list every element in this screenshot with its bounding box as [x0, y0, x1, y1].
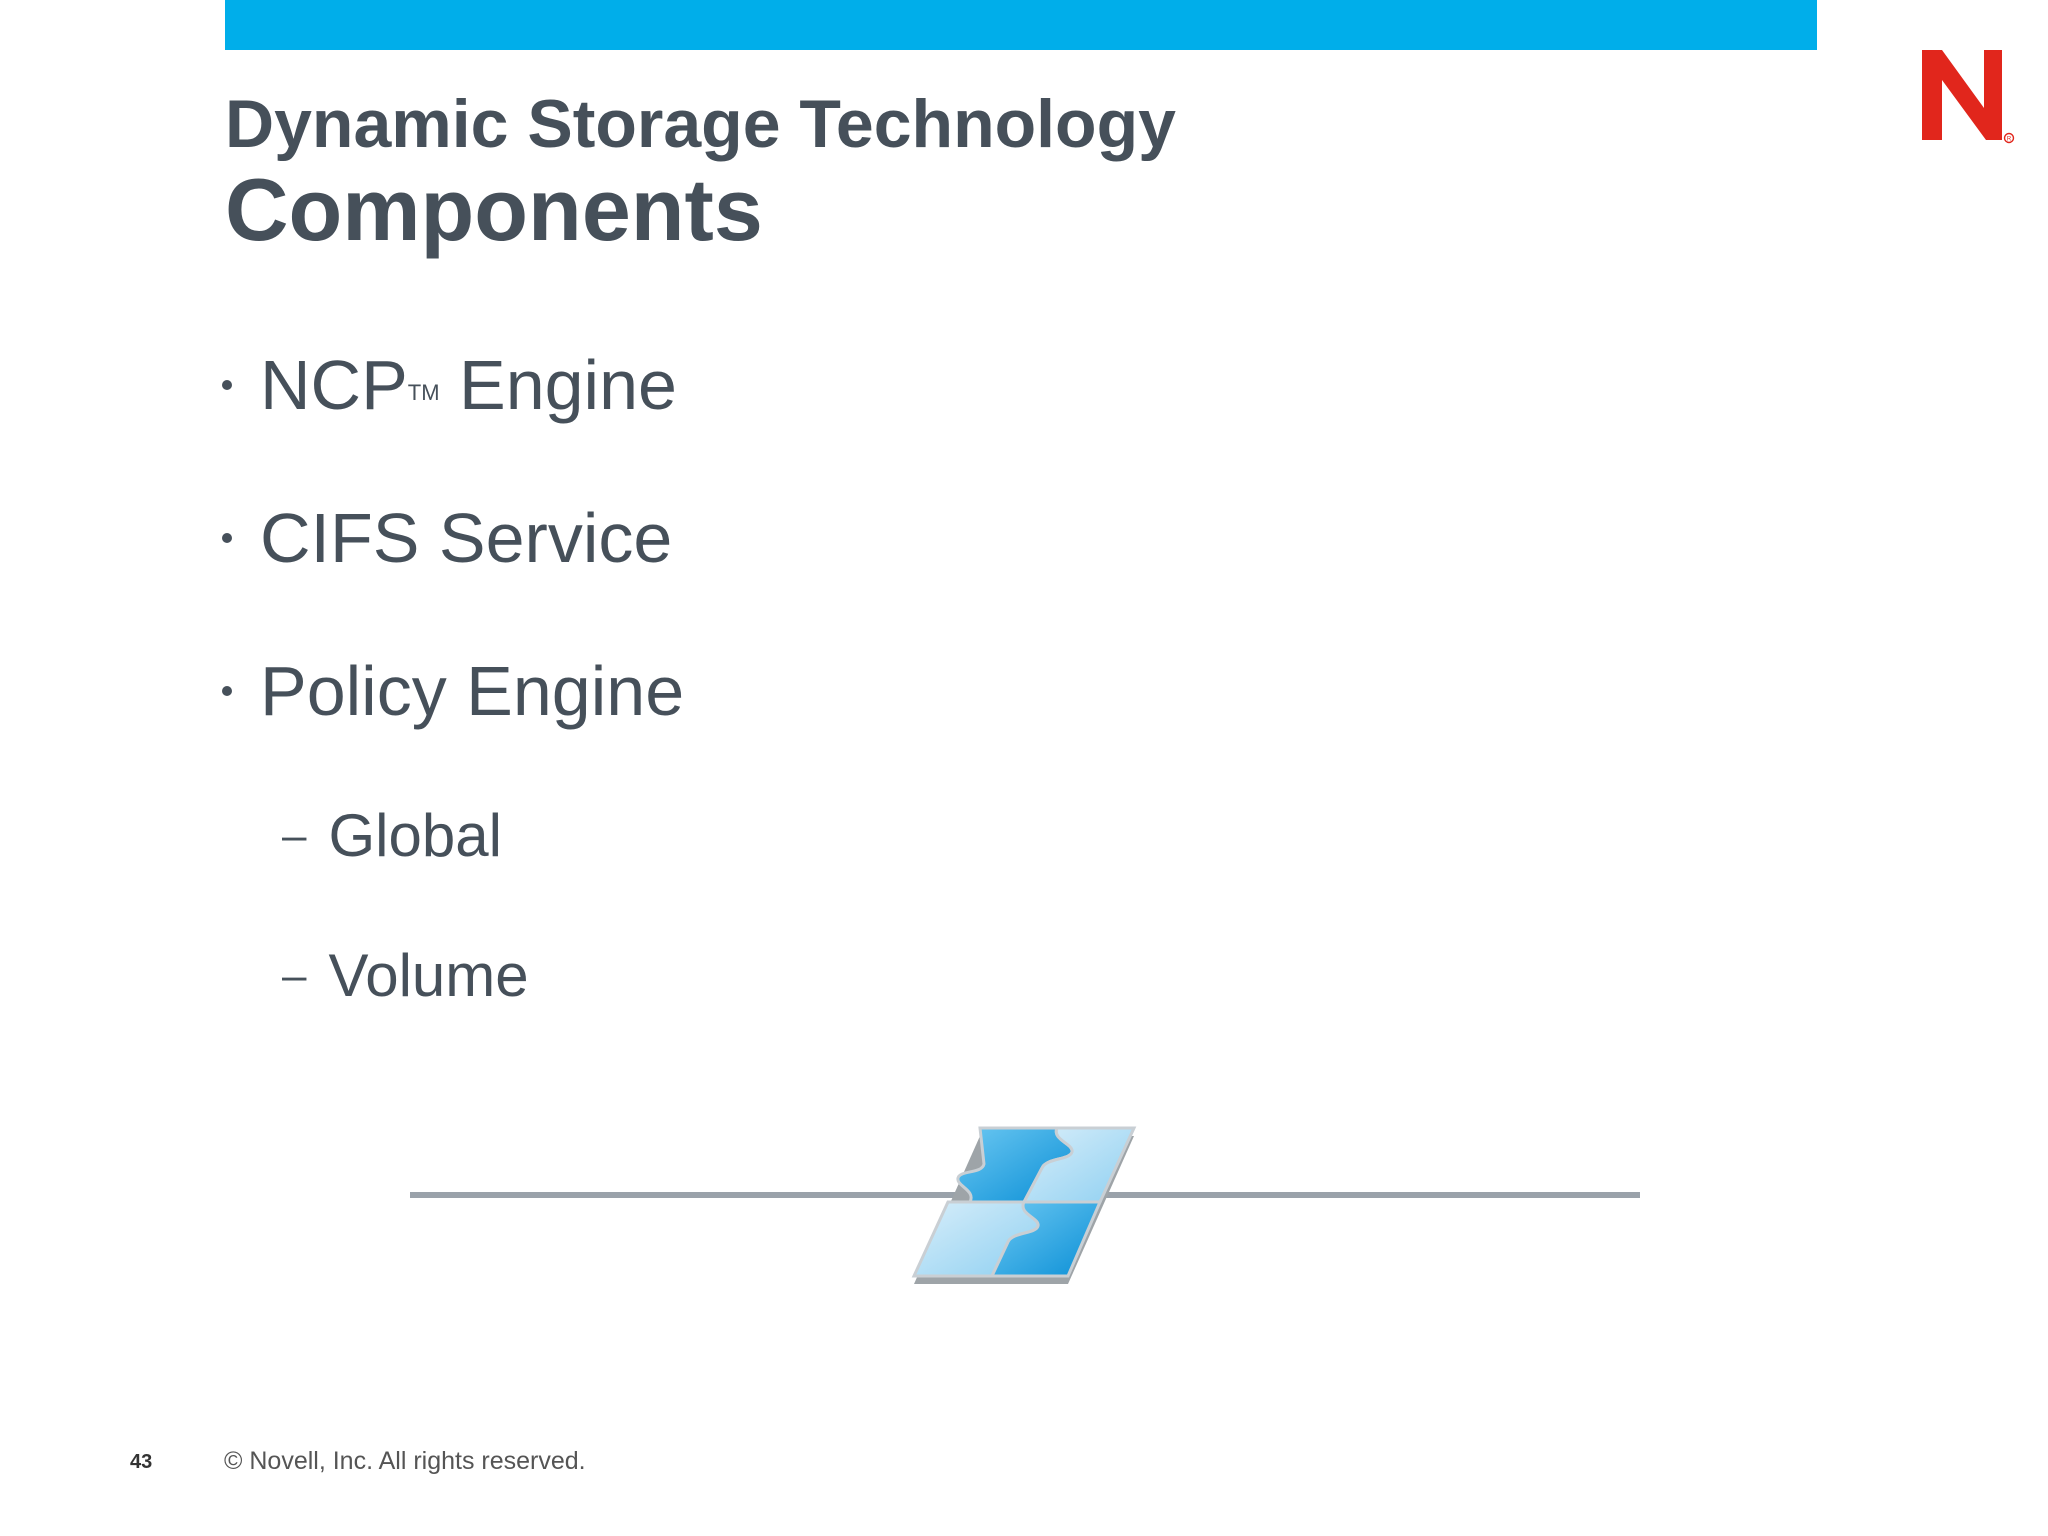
bullet-text: Policy Engine: [260, 652, 685, 730]
sub-bullet-text: Volume: [328, 942, 529, 1009]
bullet-text: NCP: [260, 346, 408, 424]
svg-text:R: R: [2007, 137, 2012, 143]
copyright-notice: © Novell, Inc. All rights reserved.: [224, 1447, 586, 1475]
sub-bullet-global: –Global: [282, 800, 502, 878]
bullet-dot: [222, 379, 232, 390]
sub-bullet-dash: –: [282, 951, 307, 1000]
sub-bullet-dash: –: [282, 811, 307, 860]
bullet-policy-engine: Policy Engine: [222, 651, 684, 731]
sub-bullet-text: Global: [328, 802, 502, 869]
bullet-text-suffix: Engine: [439, 346, 677, 424]
trademark-mark: TM: [407, 380, 440, 405]
slide-subtitle: Components: [225, 160, 763, 259]
puzzle-pieces-icon: [911, 1126, 1137, 1284]
bullet-cifs-service: CIFS Service: [222, 498, 672, 578]
slide-title: Dynamic Storage Technology: [225, 86, 1176, 162]
header-accent-bar: [225, 0, 1817, 50]
page-number: 43: [130, 1451, 153, 1473]
novell-logo-icon: R: [1922, 50, 2015, 144]
bullet-dot: [222, 532, 232, 543]
bullet-dot: [222, 685, 232, 696]
bullet-text: CIFS Service: [260, 499, 673, 577]
bullet-ncp-engine: NCPTM Engine: [222, 345, 677, 425]
sub-bullet-volume: –Volume: [282, 940, 529, 1018]
